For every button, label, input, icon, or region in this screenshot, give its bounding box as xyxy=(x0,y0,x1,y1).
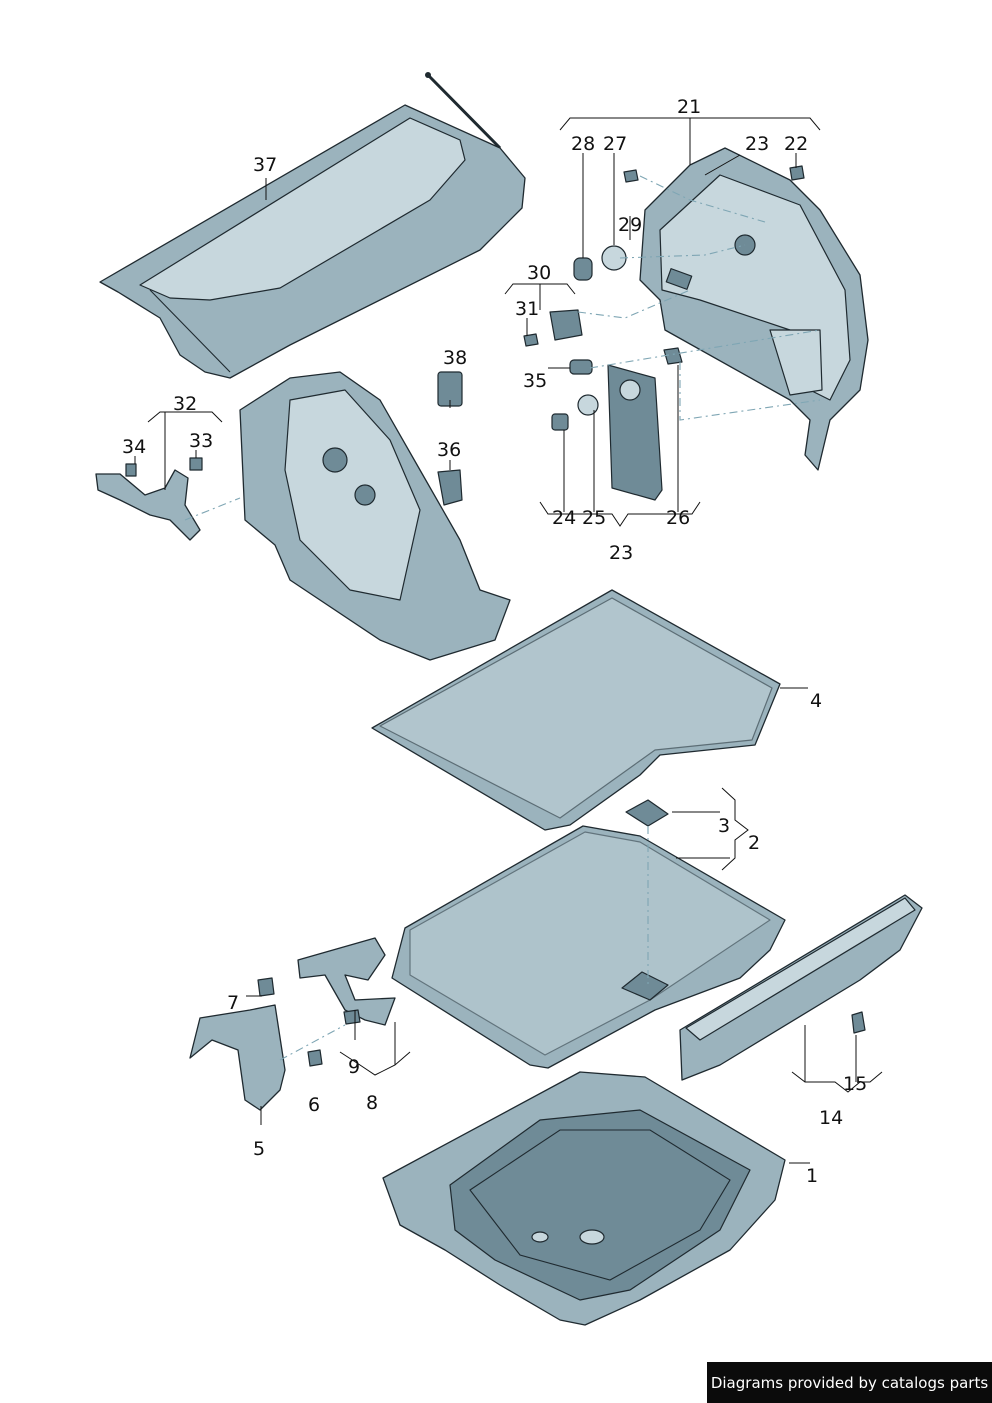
callout-36: 36 xyxy=(437,439,461,461)
callout-3: 3 xyxy=(718,815,730,837)
dashed-assembly-lines-right xyxy=(577,175,821,421)
callout-2: 2 xyxy=(748,832,760,854)
callout-30: 30 xyxy=(527,262,551,284)
callout-5: 5 xyxy=(253,1138,265,1160)
part-2-floor-cover xyxy=(391,799,786,1069)
callout-34: 34 xyxy=(122,436,146,458)
leader-lines xyxy=(134,117,883,1164)
part-37-parcel-shelf xyxy=(99,72,526,379)
callout-35: 35 xyxy=(523,370,547,392)
side-trim-left xyxy=(239,371,511,661)
credit-text: Diagrams provided by catalogs parts xyxy=(710,1373,989,1392)
small-parts-right xyxy=(523,165,805,431)
callout-38: 38 xyxy=(443,347,467,369)
callout-9: 9 xyxy=(348,1056,360,1078)
callout-1: 1 xyxy=(806,1165,818,1187)
callout-28: 28 xyxy=(571,133,595,155)
callout-22: 22 xyxy=(784,133,808,155)
part-32-bracket xyxy=(95,457,241,541)
callout-24: 24 xyxy=(552,507,576,529)
callout-23-bottom: 23 xyxy=(609,542,633,564)
part-4-trunk-mat xyxy=(371,589,781,831)
part-5-holder xyxy=(189,977,346,1111)
callout-33: 33 xyxy=(189,430,213,452)
callout-32: 32 xyxy=(173,393,197,415)
callout-8: 8 xyxy=(366,1092,378,1114)
callout-26: 26 xyxy=(666,507,690,529)
part-8-bracket xyxy=(297,937,396,1026)
callout-14: 14 xyxy=(819,1107,843,1129)
callout-31: 31 xyxy=(515,298,539,320)
callout-37: 37 xyxy=(253,154,277,176)
part-23-cover xyxy=(607,364,663,501)
credit-banner: Diagrams provided by catalogs parts xyxy=(707,1362,992,1403)
callout-27: 27 xyxy=(603,133,627,155)
part-14-sill-trim xyxy=(679,894,923,1081)
small-parts-middle xyxy=(437,371,463,506)
callout-25: 25 xyxy=(582,507,606,529)
callout-4: 4 xyxy=(810,690,822,712)
callout-21: 21 xyxy=(677,96,701,118)
callout-23-top: 23 xyxy=(745,133,769,155)
callout-29: 29 xyxy=(618,214,642,236)
callout-7: 7 xyxy=(227,992,239,1014)
callout-labels: 1 2 3 4 5 6 7 8 9 14 15 21 22 23 23 24 2… xyxy=(122,96,867,1187)
part-21-side-trim-right xyxy=(639,147,869,471)
callout-6: 6 xyxy=(308,1094,320,1116)
callout-15: 15 xyxy=(843,1073,867,1095)
part-1-spare-wheel-well xyxy=(382,1071,786,1326)
